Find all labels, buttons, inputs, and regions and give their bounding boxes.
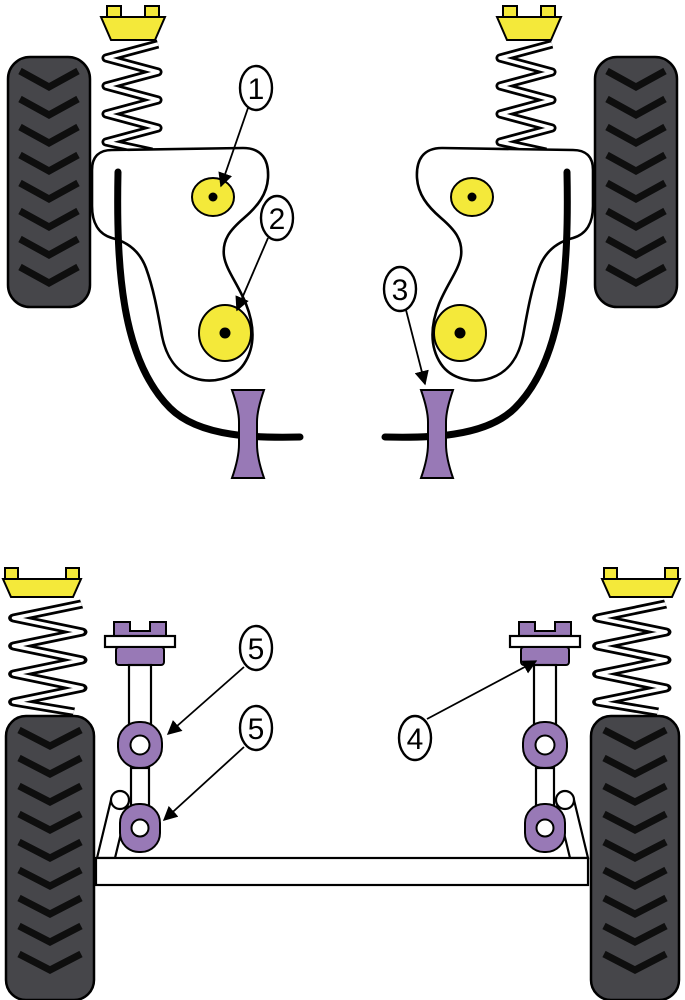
- coil-spring-front-left: [14, 604, 82, 712]
- coil-spring-right: [500, 44, 552, 152]
- callout-1-arrow: [218, 107, 249, 188]
- tire-left: [8, 57, 90, 307]
- callout-5-upper-number: 5: [248, 633, 265, 666]
- anti-roll-bar-tip-left: [109, 789, 131, 811]
- callout-5-upper-arrow: [166, 666, 245, 735]
- callout-2: 2: [235, 194, 295, 312]
- callout-4-number: 4: [407, 723, 424, 756]
- top-view-front-suspension: 1 2 3: [8, 5, 677, 479]
- callout-4: 4: [397, 660, 538, 762]
- callout-1-number: 1: [248, 73, 265, 106]
- callout-1-bubble: [238, 64, 274, 112]
- callout-5-lower: 5: [162, 704, 274, 821]
- callout-5-lower-bubble: [238, 704, 274, 752]
- tire-right: [595, 57, 677, 307]
- anti-roll-bar-body: [94, 856, 590, 887]
- anti-roll-bar-front: [94, 789, 590, 887]
- spring-top-mount-front-right: [601, 567, 681, 598]
- spring-top-mount-right: [496, 5, 562, 41]
- callout-2-number: 2: [269, 203, 286, 236]
- callout-2-bubble: [259, 194, 295, 242]
- callout-3-bubble: [382, 265, 418, 313]
- front-view-front-suspension: 5 5 4: [2, 567, 681, 1000]
- callout-1: 1: [218, 64, 274, 188]
- anti-roll-bar-tip-right: [554, 789, 576, 811]
- callout-3-arrow: [405, 309, 429, 386]
- coil-spring-front-right: [598, 604, 666, 712]
- tire-front-right: [591, 716, 679, 1000]
- callout-3: 3: [382, 265, 429, 386]
- callout-3-number: 3: [392, 274, 409, 307]
- callout-5-upper-bubble: [238, 624, 274, 672]
- callout-5-lower-number: 5: [248, 713, 265, 746]
- callout-4-arrow: [426, 660, 538, 720]
- spring-top-mount-left: [100, 5, 166, 41]
- tire-front-left: [6, 716, 94, 1000]
- spring-top-mount-front-left: [2, 567, 82, 598]
- callout-5-upper: 5: [166, 624, 274, 735]
- callout-2-arrow: [235, 237, 269, 312]
- callout-4-bubble: [397, 714, 433, 762]
- coil-spring-left: [106, 44, 158, 152]
- callout-5-lower-arrow: [162, 746, 245, 821]
